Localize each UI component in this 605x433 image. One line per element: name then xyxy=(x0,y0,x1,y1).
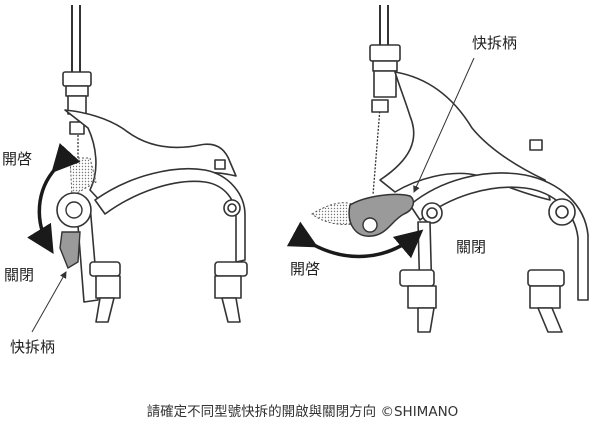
right-lever-label: 快拆柄 xyxy=(472,34,518,52)
left-open-label: 開啓 xyxy=(2,150,33,168)
right-lever-leader xyxy=(413,57,475,193)
left-close-label: 關閉 xyxy=(4,266,35,284)
right-open-close-arrow xyxy=(286,221,424,259)
left-open-close-arrow xyxy=(27,143,81,254)
left-brake-caliper xyxy=(62,5,248,323)
brake-diagram xyxy=(27,5,589,333)
figure-caption: 請確定不同型號快拆的開啟與關閉方向 ©SHIMANO xyxy=(146,404,459,420)
right-open-label: 開啓 xyxy=(290,260,321,278)
right-lever-open-ghost xyxy=(311,202,353,225)
left-lever-leader xyxy=(31,271,67,333)
right-close-label: 關閉 xyxy=(456,238,487,256)
right-brake-caliper xyxy=(369,5,589,333)
left-lever-label: 快拆柄 xyxy=(10,338,56,356)
right-quick-release-lever xyxy=(348,193,415,237)
